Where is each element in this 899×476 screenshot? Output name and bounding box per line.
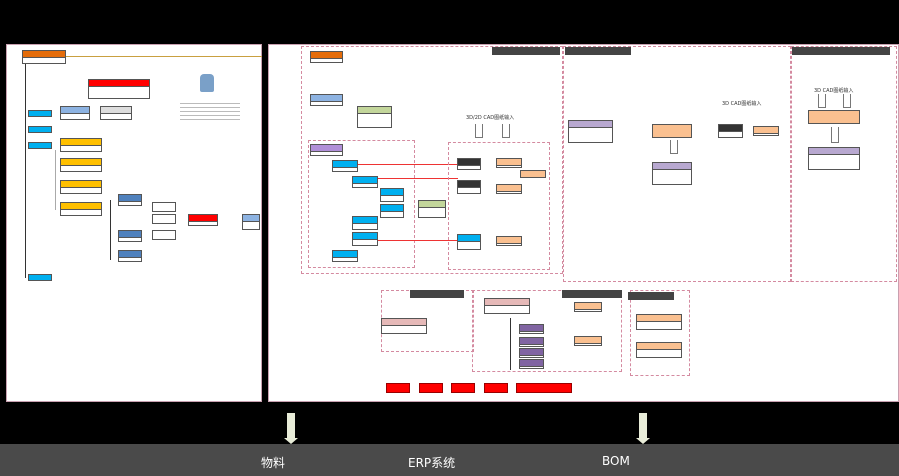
green-node [357, 106, 392, 128]
bottom-bar: 物料 ERP系统 BOM [0, 444, 899, 476]
person-icon [200, 74, 214, 92]
peach-main-node [652, 124, 692, 138]
bottom-item-erp: ERP系统 [408, 456, 456, 470]
purple-node-4 [808, 147, 860, 170]
blue-node-2 [28, 126, 52, 133]
peach-node-5 [753, 126, 779, 136]
purple-node [310, 144, 343, 156]
steel-node-3 [118, 230, 142, 242]
section-header-6 [628, 292, 674, 300]
cyan-node-7 [332, 250, 358, 262]
section-header-4 [410, 290, 464, 298]
peach-node-1 [496, 158, 522, 168]
bottom-item-material: 物料 [261, 456, 286, 470]
peach-node-8 [636, 314, 682, 330]
red-tag-5 [516, 383, 572, 393]
gold-node-2 [60, 158, 102, 172]
cad-input-label-2: 3D CAD图纸输入 [722, 101, 762, 107]
dark-node-1 [457, 158, 481, 170]
cyan-node-8 [457, 234, 481, 250]
orange-node [310, 51, 343, 63]
cyan-node-1 [332, 160, 358, 172]
purple-node-2 [568, 120, 613, 143]
steel-node-4 [118, 250, 142, 262]
peach-main-node-2 [808, 110, 860, 124]
cyan-node-2 [352, 176, 378, 188]
steel-node-2 [118, 194, 142, 206]
violet-node-1 [519, 324, 544, 334]
grey-node-3 [152, 214, 176, 224]
peach-node-3 [496, 184, 522, 194]
section-header-1 [492, 47, 560, 55]
gold-node-3 [60, 180, 102, 194]
blue-node-1 [28, 110, 52, 117]
section-header-3 [792, 47, 890, 55]
peach-node-7 [574, 336, 602, 346]
red-node [88, 79, 150, 99]
gold-node-4 [60, 202, 102, 216]
down-arrow-icon [284, 413, 298, 444]
green-node-2 [418, 200, 446, 218]
peach-node-9 [636, 342, 682, 358]
red-tag-4 [484, 383, 508, 393]
violet-node-2 [519, 337, 544, 347]
red-node-2 [188, 214, 218, 226]
steel-node-5 [310, 94, 343, 106]
grey-node-2 [152, 202, 176, 212]
cad-input-label-3: 3D CAD图纸输入 [814, 88, 854, 94]
down-arrow-icon [636, 413, 650, 444]
cyan-node-6 [352, 232, 378, 246]
red-tag-3 [451, 383, 475, 393]
cad-input-label-1: 3D/2D CAD图纸输入 [466, 115, 515, 121]
gold-node-1 [60, 138, 102, 152]
blue-node-5 [242, 214, 260, 230]
peach-node-6 [574, 302, 602, 312]
note-text [180, 100, 240, 122]
cyan-node-3 [380, 188, 404, 202]
bottom-item-bom: BOM [602, 454, 630, 468]
cyan-node-4 [380, 204, 404, 218]
blue-node-3 [28, 142, 52, 149]
grey-node [100, 106, 132, 120]
blue-node-4 [28, 274, 52, 281]
grey-node-4 [152, 230, 176, 240]
violet-node-3 [519, 348, 544, 358]
red-tag-2 [419, 383, 443, 393]
section-header-5 [562, 290, 622, 298]
purple-node-3 [652, 162, 692, 185]
dark-node-2 [457, 180, 481, 194]
peach-node-4 [496, 236, 522, 246]
root-node [22, 50, 66, 64]
steel-node [60, 106, 90, 120]
dark-node-3 [718, 124, 743, 138]
red-tag-1 [386, 383, 410, 393]
peach-node-2 [520, 170, 546, 178]
pink-node-2 [484, 298, 530, 314]
violet-node-4 [519, 359, 544, 369]
cyan-node-5 [352, 216, 378, 230]
section-header-2 [565, 47, 631, 55]
pink-node [381, 318, 427, 334]
